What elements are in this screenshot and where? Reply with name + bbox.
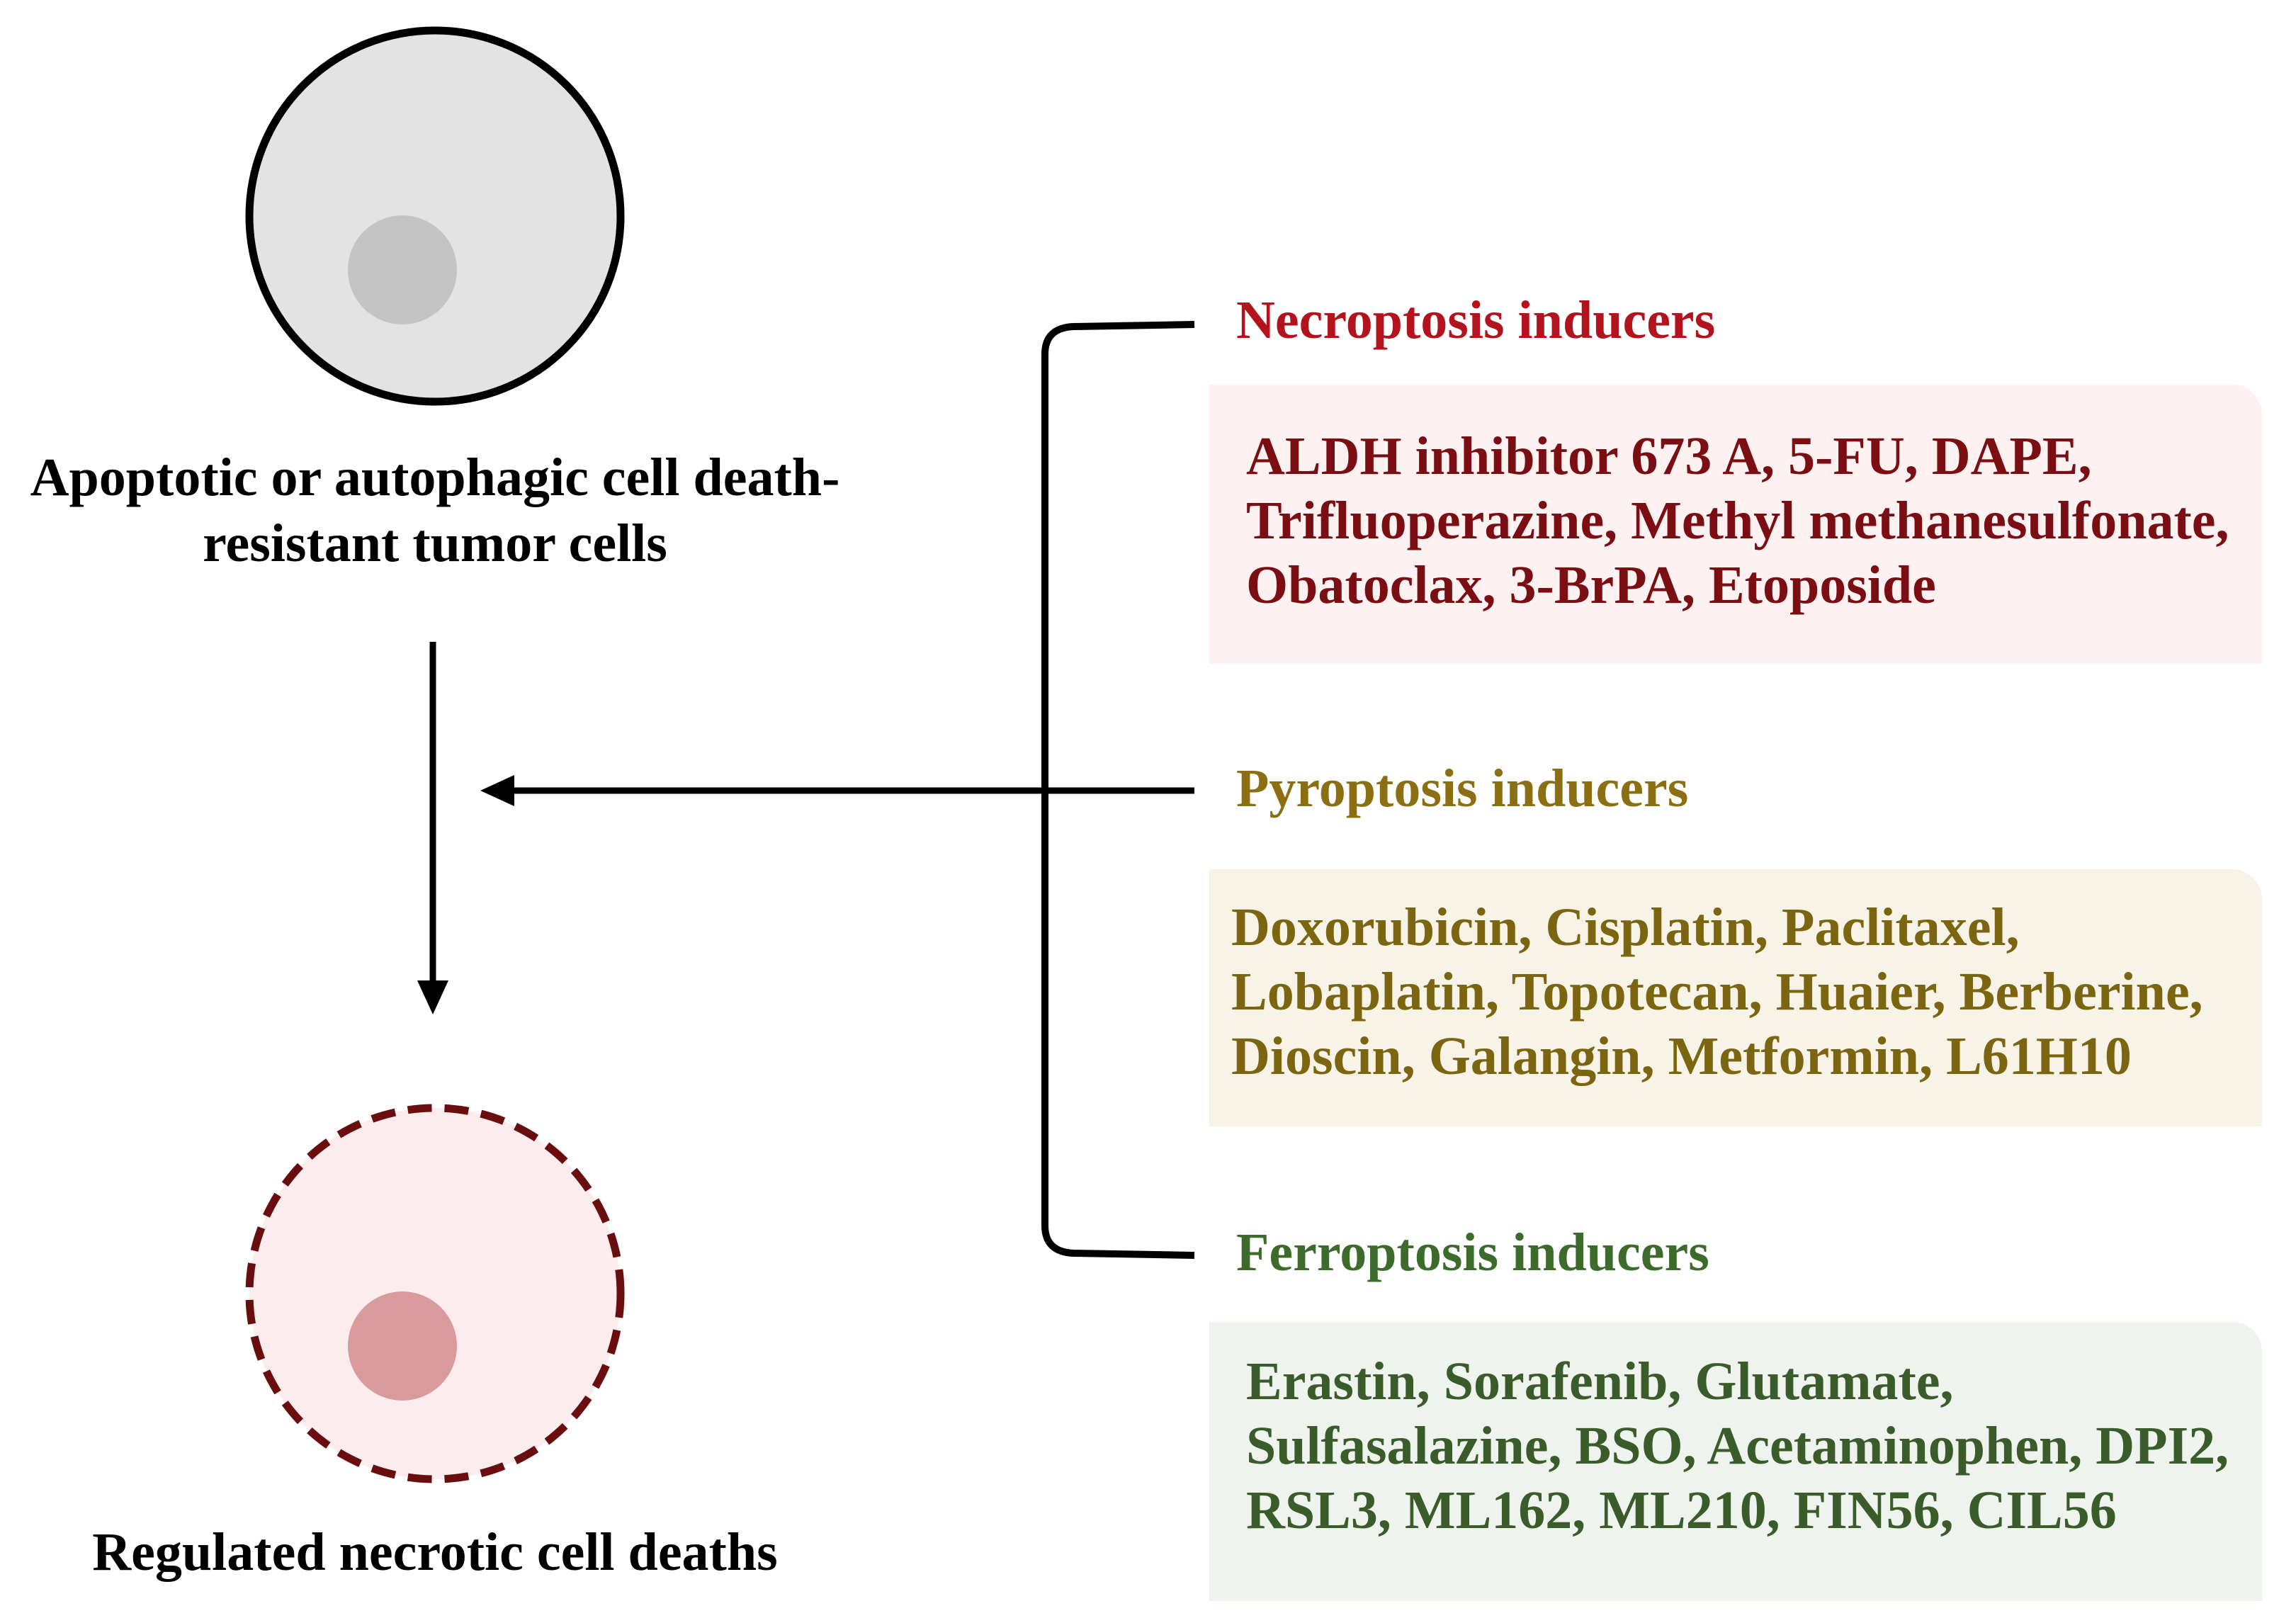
necroptosis-drug-line: Obatoclax, 3-BrPA, Etoposide — [1246, 555, 1936, 615]
resistant-tumor-cell — [245, 26, 625, 406]
pyroptosis-inducers-label: Pyroptosis inducers — [1236, 759, 1689, 818]
necroptosis-drug-box: ALDH inhibitor 673 A, 5-FU, DAPE, Triflu… — [1209, 385, 2262, 664]
resistant-cell-label-line: resistant tumor cells — [203, 514, 667, 573]
necrotic-cell-nucleus — [348, 1291, 457, 1401]
resistant-cell-nucleus — [348, 215, 457, 324]
ferroptosis-drug-box: Erastin, Sorafenib, Glutamate, Sulfasala… — [1209, 1322, 2262, 1601]
necrotic-cell-label: Regulated necrotic cell deaths — [92, 1522, 778, 1582]
ferroptosis-drug-line: RSL3, ML162, ML210, FIN56, CIL56 — [1246, 1481, 2117, 1540]
left-arrow-head — [480, 775, 514, 806]
resistant-cell-label: Apoptotic or autophagic cell death- resi… — [0, 445, 870, 577]
ferroptosis-drug-line: Erastin, Sorafenib, Glutamate, — [1246, 1352, 1954, 1411]
resistant-cell-label-line: Apoptotic or autophagic cell death- — [30, 448, 840, 507]
necroptosis-inducers-label: Necroptosis inducers — [1236, 290, 1716, 350]
pyroptosis-drug-line: Lobaplatin, Topotecan, Huaier, Berberine… — [1231, 962, 2203, 1022]
ferroptosis-drug-line: Sulfasalazine, BSO, Acetaminophen, DPI2, — [1246, 1416, 2229, 1476]
pyroptosis-drug-line: Dioscin, Galangin, Metformin, L61H10 — [1231, 1027, 2132, 1086]
pyroptosis-drug-line: Doxorubicin, Cisplatin, Paclitaxel, — [1231, 898, 2020, 957]
ferroptosis-inducers-label: Ferroptosis inducers — [1236, 1223, 1709, 1282]
necroptosis-drug-line: Trifluoperazine, Methyl methanesulfonate… — [1246, 491, 2229, 550]
left-arrow — [480, 775, 1194, 806]
down-arrow-head — [417, 980, 448, 1014]
down-arrow — [417, 642, 448, 1014]
pyroptosis-drug-box: Doxorubicin, Cisplatin, Paclitaxel, Loba… — [1209, 869, 2262, 1126]
necroptosis-drug-line: ALDH inhibitor 673 A, 5-FU, DAPE, — [1246, 426, 2092, 486]
necrotic-cell — [245, 1104, 625, 1483]
